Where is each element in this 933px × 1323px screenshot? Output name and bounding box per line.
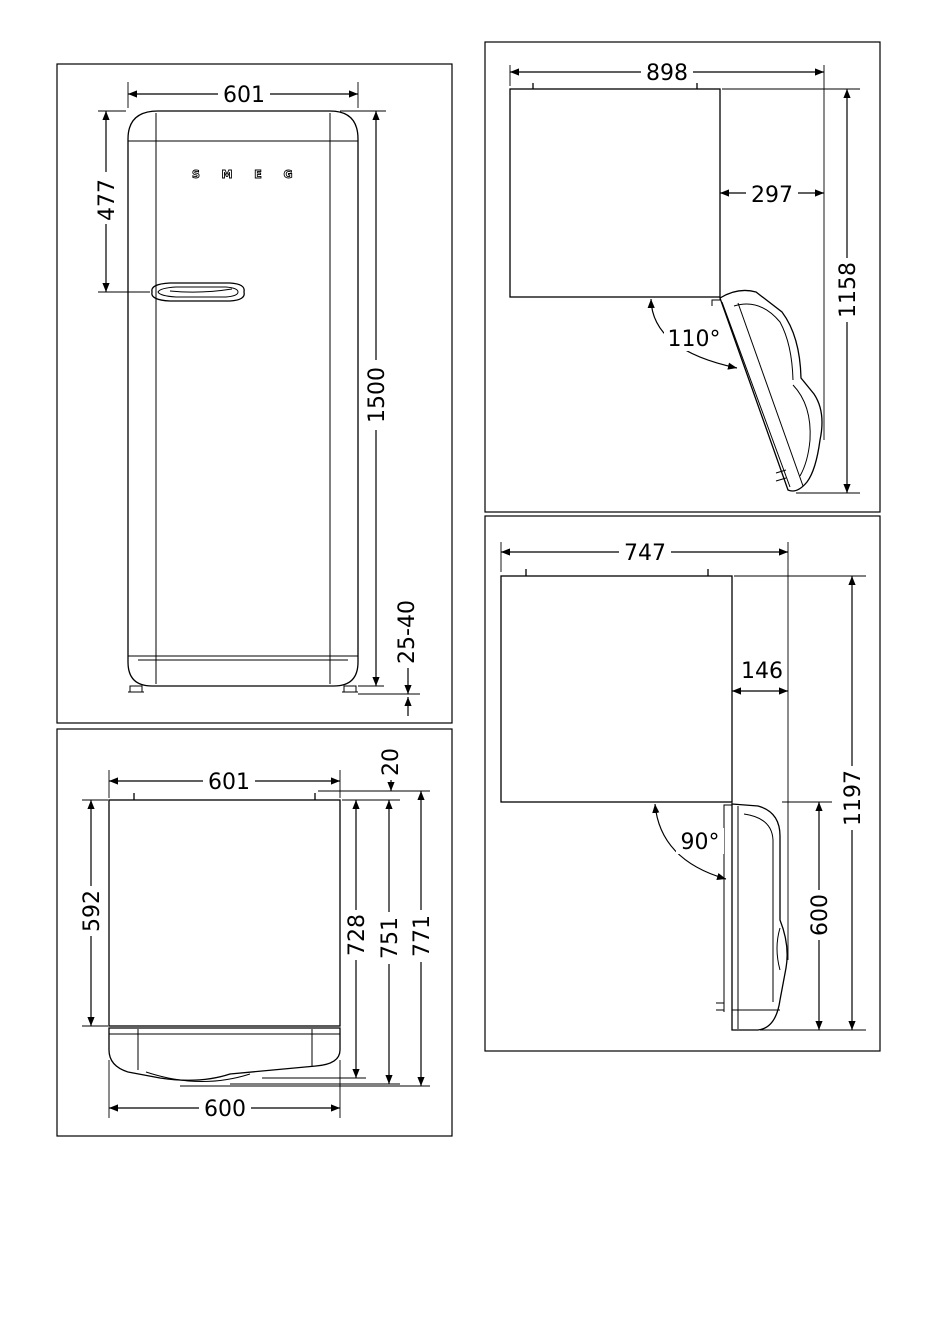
dim-body-depth: 592	[80, 890, 105, 932]
door-open-110-panel: 898 297 1158 110°	[485, 42, 880, 512]
dim-width-90: 747	[624, 541, 666, 566]
fridge-front-body	[128, 111, 358, 686]
dim-depth-771: 771	[410, 915, 435, 957]
dim-front-height: 1500	[365, 367, 390, 423]
front-view-panel: S M E G 601 477	[57, 64, 452, 723]
logo-letter-m: M	[222, 168, 233, 181]
dim-offset-110: 297	[751, 183, 793, 208]
fridge-top-body	[109, 793, 340, 1082]
door-open-90-frame	[485, 516, 880, 1051]
logo-letter-g: G	[283, 168, 292, 181]
dim-feet-adjust: 25-40	[395, 600, 420, 664]
door-open-110-frame	[485, 42, 880, 512]
door-handle	[152, 283, 244, 301]
dim-front-width: 601	[223, 83, 265, 108]
dim-depth-110: 1158	[836, 262, 861, 318]
angle-90: 90°	[681, 830, 720, 855]
dim-bottom-width: 600	[204, 1097, 246, 1122]
dim-door-gap: 20	[379, 748, 404, 776]
fridge-feet	[128, 686, 420, 694]
logo-letter-e: E	[254, 168, 262, 181]
dim-depth-90: 1197	[841, 770, 866, 826]
dim-door-depth-90: 600	[808, 894, 833, 936]
door-open-90-panel: 747 146 1197 600 90°	[485, 516, 880, 1051]
fridge-body-110	[510, 83, 720, 306]
fridge-body-90	[501, 569, 732, 1012]
angle-110: 110°	[668, 327, 721, 352]
dim-handle-height: 477	[95, 179, 120, 221]
dim-width-110: 898	[646, 61, 688, 86]
dim-depth-751: 751	[378, 917, 403, 959]
dim-top-width: 601	[208, 770, 250, 795]
dim-depth-728: 728	[345, 914, 370, 956]
open-door-90	[716, 804, 787, 1030]
dim-offset-90: 146	[741, 659, 783, 684]
smeg-logo: S M E G	[192, 168, 292, 181]
front-view-frame	[57, 64, 452, 723]
top-view-panel: 601 592 20 728 751 771 600	[57, 729, 452, 1136]
logo-letter-s: S	[192, 168, 200, 181]
open-door-110	[720, 290, 822, 491]
